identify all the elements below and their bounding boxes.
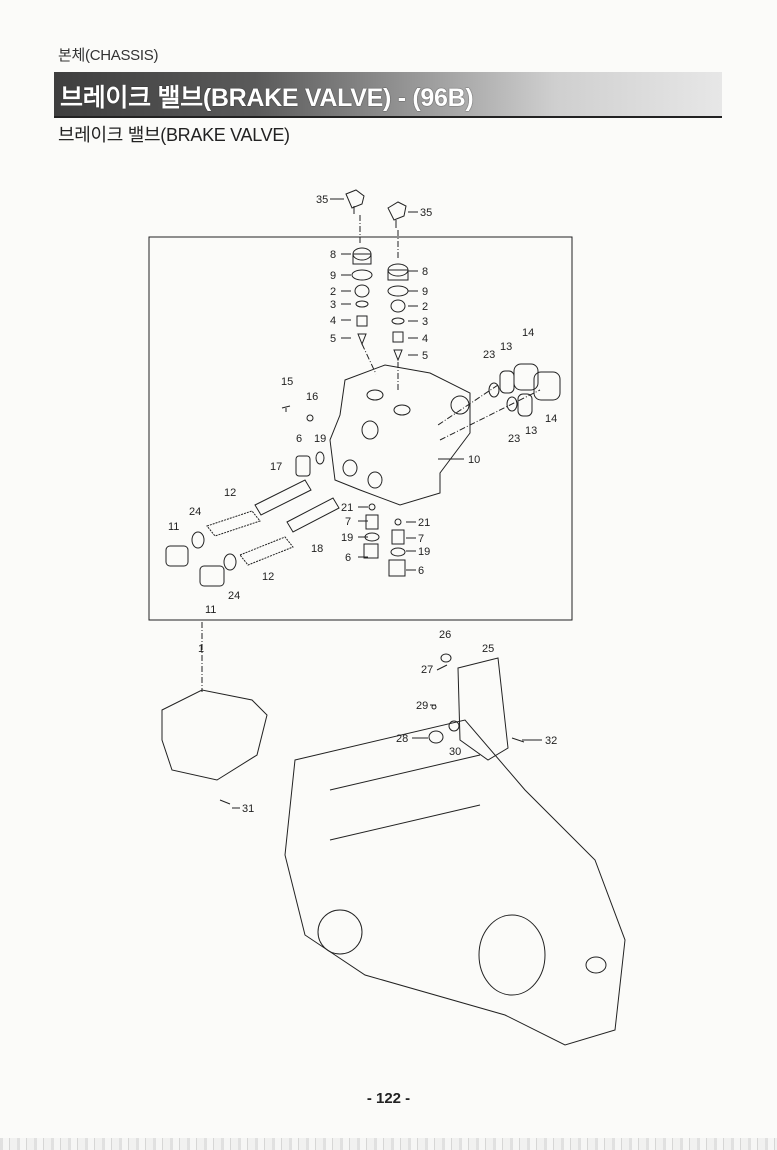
callout-19: 19 bbox=[341, 532, 353, 544]
callout-6: 6 bbox=[296, 433, 302, 445]
callout-10: 10 bbox=[468, 454, 480, 466]
callout-6: 6 bbox=[418, 565, 424, 577]
callout-15: 15 bbox=[281, 376, 293, 388]
page-number: - 122 - bbox=[366, 1090, 411, 1107]
callout-2: 2 bbox=[330, 286, 336, 298]
section-label: 본체(CHASSIS) bbox=[58, 47, 159, 64]
callout-12: 12 bbox=[262, 571, 274, 583]
title-bar: 브레이크 밸브(BRAKE VALVE) - (96B) bbox=[54, 72, 722, 118]
callout-leaders bbox=[232, 198, 542, 809]
callout-32: 32 bbox=[545, 735, 557, 747]
callout-13: 13 bbox=[500, 341, 512, 353]
callout-17: 17 bbox=[270, 461, 282, 473]
callout-16: 16 bbox=[306, 391, 318, 403]
scan-edge bbox=[0, 1138, 777, 1150]
lower-parts bbox=[363, 503, 406, 577]
callout-31: 31 bbox=[242, 803, 254, 815]
callout-23: 23 bbox=[483, 349, 495, 361]
callout-29: 29 bbox=[416, 700, 428, 712]
callout-6: 6 bbox=[345, 552, 351, 564]
callout-1: 1 bbox=[198, 643, 204, 655]
callout-8: 8 bbox=[422, 266, 428, 278]
callout-30: 30 bbox=[449, 746, 461, 758]
part-stack-left bbox=[351, 247, 373, 346]
callout-25: 25 bbox=[482, 643, 494, 655]
callout-9: 9 bbox=[422, 286, 428, 298]
right-fittings bbox=[488, 363, 561, 417]
diagram-subtitle: 브레이크 밸브(BRAKE VALVE) bbox=[58, 125, 290, 145]
leader-lines bbox=[201, 215, 541, 692]
part-35-left bbox=[345, 189, 365, 214]
callout-3: 3 bbox=[330, 299, 336, 311]
valve-body-10 bbox=[329, 364, 471, 506]
callout-26: 26 bbox=[439, 629, 451, 641]
callout-4: 4 bbox=[422, 333, 428, 345]
callout-5: 5 bbox=[422, 350, 428, 362]
callout-23: 23 bbox=[508, 433, 520, 445]
callout-24: 24 bbox=[228, 590, 240, 602]
part-35-right bbox=[387, 201, 407, 228]
callout-9: 9 bbox=[330, 270, 336, 282]
part-stack-right bbox=[387, 263, 409, 362]
spool-assembly bbox=[165, 405, 340, 587]
callout-3: 3 bbox=[422, 316, 428, 328]
callout-21: 21 bbox=[341, 502, 353, 514]
callout-13: 13 bbox=[525, 425, 537, 437]
callout-11: 11 bbox=[205, 604, 216, 616]
callout-7: 7 bbox=[418, 533, 424, 545]
callout-24: 24 bbox=[189, 506, 201, 518]
page-title: 브레이크 밸브(BRAKE VALVE) - (96B) bbox=[60, 84, 474, 112]
assembly-box bbox=[148, 236, 573, 621]
callout-12: 12 bbox=[224, 487, 236, 499]
callout-7: 7 bbox=[345, 516, 351, 528]
callout-28: 28 bbox=[396, 733, 408, 745]
callout-19: 19 bbox=[418, 546, 430, 558]
transmission-housing bbox=[284, 719, 626, 1046]
callout-2: 2 bbox=[422, 301, 428, 313]
callout-14: 14 bbox=[522, 327, 534, 339]
callout-35: 35 bbox=[420, 207, 432, 219]
callout-4: 4 bbox=[330, 315, 336, 327]
callout-27: 27 bbox=[421, 664, 433, 676]
callout-18: 18 bbox=[311, 543, 323, 555]
bracket-25 bbox=[457, 657, 509, 761]
callout-11: 11 bbox=[168, 521, 179, 533]
assembled-valve-1 bbox=[161, 689, 268, 781]
callout-5: 5 bbox=[330, 333, 336, 345]
callout-19: 19 bbox=[314, 433, 326, 445]
callout-35: 35 bbox=[316, 194, 328, 206]
callout-8: 8 bbox=[330, 249, 336, 261]
callout-21: 21 bbox=[418, 517, 430, 529]
callout-14: 14 bbox=[545, 413, 557, 425]
